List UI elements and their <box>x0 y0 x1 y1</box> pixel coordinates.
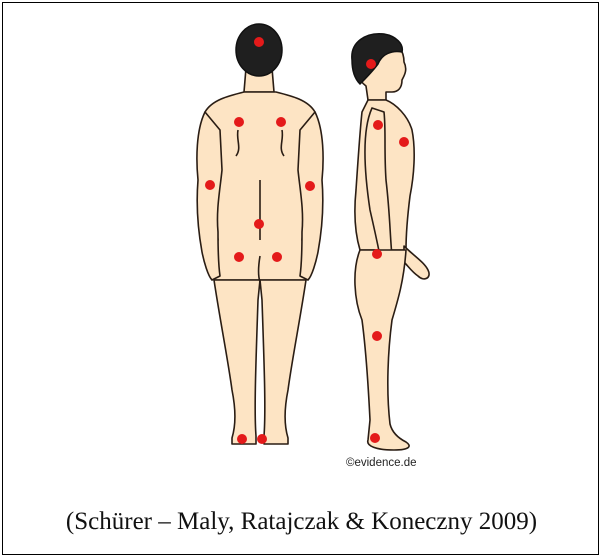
figure-caption: (Schürer – Maly, Ratajczak & Koneczny 20… <box>0 508 603 536</box>
marker-shoulder-side <box>373 120 383 130</box>
marker-hip-side <box>372 249 382 259</box>
marker-knee-side <box>372 331 382 341</box>
marker-shoulder-left <box>234 117 244 127</box>
marker-elbow-right <box>305 181 315 191</box>
back-head-hair <box>236 24 282 76</box>
marker-heel-right <box>257 434 267 444</box>
marker-ankle-side <box>370 433 380 443</box>
marker-hip-right <box>272 252 282 262</box>
marker-lower-back <box>254 219 264 229</box>
marker-head-side <box>366 59 376 69</box>
marker-head-back <box>254 37 264 47</box>
marker-hip-left <box>234 252 244 262</box>
marker-heel-left <box>237 434 247 444</box>
marker-chest-side <box>399 137 409 147</box>
marker-shoulder-right <box>276 117 286 127</box>
copyright-notice: ©evidence.de <box>346 457 417 469</box>
marker-elbow-left <box>205 180 215 190</box>
body-side-icon <box>355 38 429 450</box>
body-back-icon <box>197 68 323 444</box>
